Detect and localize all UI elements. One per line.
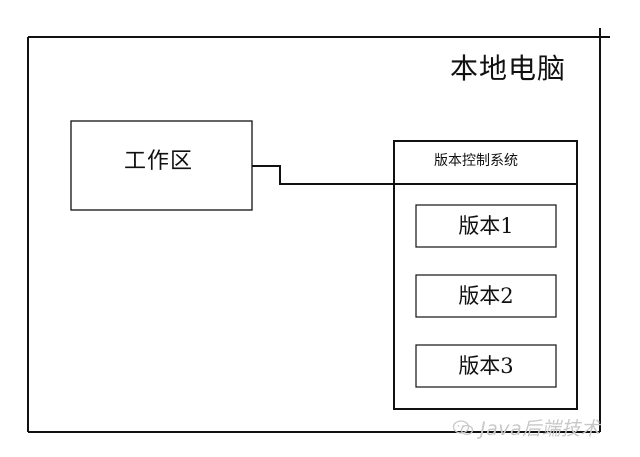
workspace-label: 工作区 — [124, 149, 194, 174]
vcs-box — [393, 140, 578, 410]
vcs-title: 版本控制系统 — [434, 153, 518, 169]
version-label-3: 版本3 — [458, 354, 514, 378]
version-box-1 — [415, 204, 557, 248]
version-label-1: 版本1 — [458, 214, 514, 238]
wechat-icon — [452, 419, 474, 435]
workspace-vcs-connector — [252, 165, 394, 185]
watermark-text: Java后端技术 — [480, 418, 601, 440]
version-label-2: 版本2 — [458, 284, 514, 308]
local-computer-title: 本地电脑 — [450, 52, 567, 85]
version-box-3 — [415, 344, 557, 388]
version-box-2 — [415, 274, 557, 318]
watermark: Java后端技术 — [452, 414, 600, 441]
